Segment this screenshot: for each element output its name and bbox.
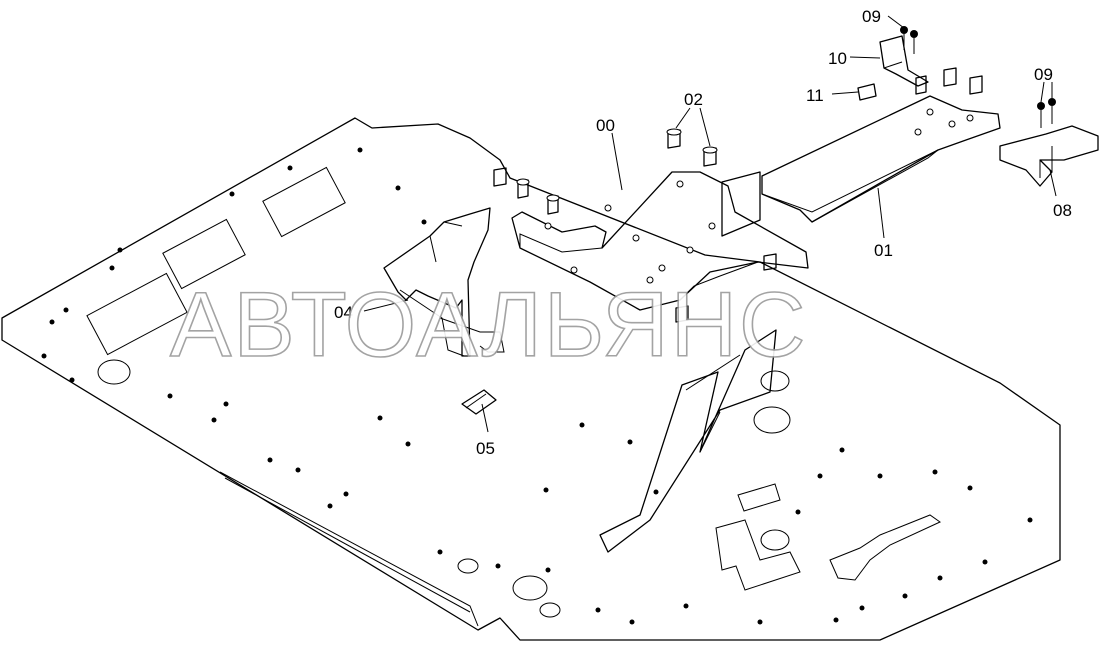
callout-11: 11 [806, 86, 859, 105]
svg-text:08: 08 [1053, 201, 1072, 220]
svg-text:01: 01 [874, 241, 893, 260]
callout-01: 01 [874, 187, 893, 260]
callout-08: 08 [1049, 169, 1072, 220]
part-05 [461, 389, 497, 415]
svg-text:04: 04 [334, 303, 353, 322]
svg-text:02: 02 [684, 90, 703, 109]
callout-04: 04 [334, 299, 409, 322]
bracket-10 [879, 35, 929, 87]
callout-00: 00 [596, 116, 623, 191]
svg-text:09: 09 [862, 7, 881, 26]
bracket-04 [383, 207, 505, 357]
bracket-00 [511, 171, 809, 311]
screws-09 [900, 26, 1056, 128]
callout-09-top: 09 [862, 7, 905, 29]
bolts-02 [493, 67, 983, 323]
watermark: АВТОАЛЬЯНС [170, 274, 808, 376]
bracket-01 [721, 95, 1001, 237]
callout-05: 05 [476, 403, 495, 458]
svg-text:11: 11 [806, 86, 824, 105]
callout-09-right: 09 [1034, 65, 1053, 103]
svg-text:10: 10 [828, 49, 847, 68]
bracket-08 [999, 125, 1099, 187]
part-11 [857, 83, 877, 101]
callout-10: 10 [828, 49, 881, 68]
svg-text:00: 00 [596, 116, 615, 135]
svg-text:05: 05 [476, 439, 495, 458]
callout-02: 02 [675, 90, 711, 147]
floor-plate [1, 117, 1061, 641]
svg-text:09: 09 [1034, 65, 1053, 84]
